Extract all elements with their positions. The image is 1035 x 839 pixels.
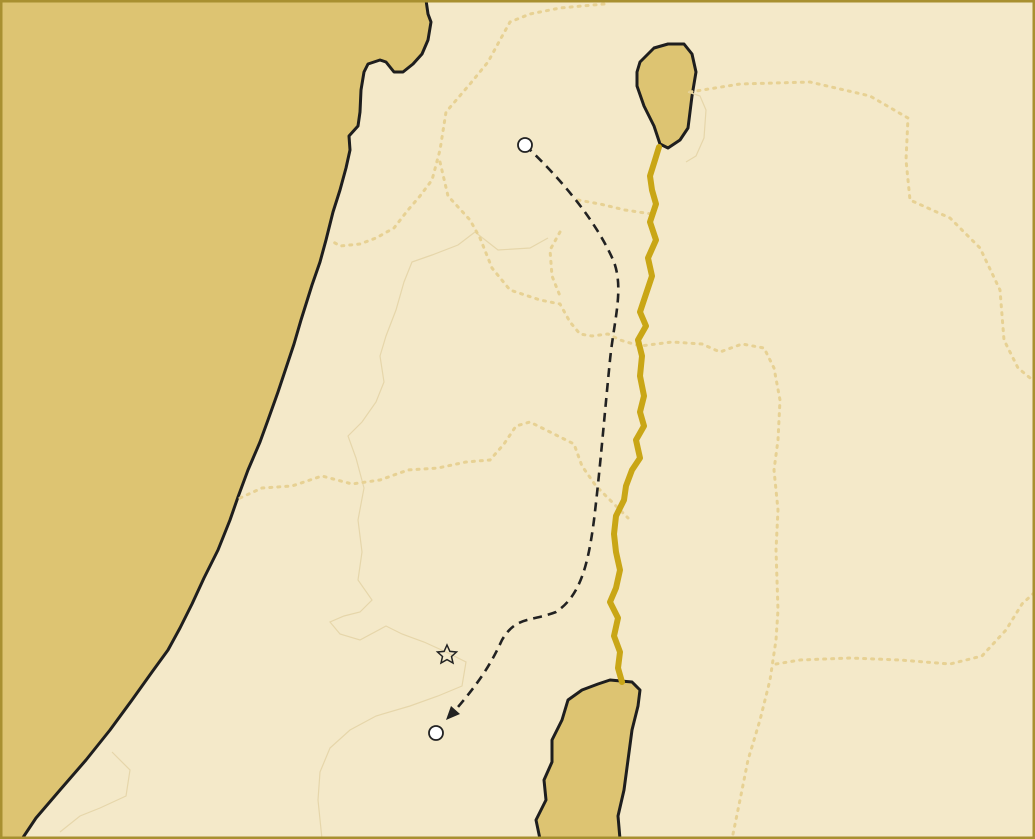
river <box>607 144 662 685</box>
sea <box>0 0 433 839</box>
lake-north <box>635 42 698 150</box>
route-path <box>451 144 620 715</box>
route-arrowhead <box>446 706 460 720</box>
star-marker <box>435 643 459 665</box>
lake-south <box>534 678 642 839</box>
terrain-lines <box>59 91 707 839</box>
dotted-borders <box>238 2 1035 839</box>
route-start-marker <box>517 137 533 153</box>
route-end-marker <box>428 725 444 741</box>
